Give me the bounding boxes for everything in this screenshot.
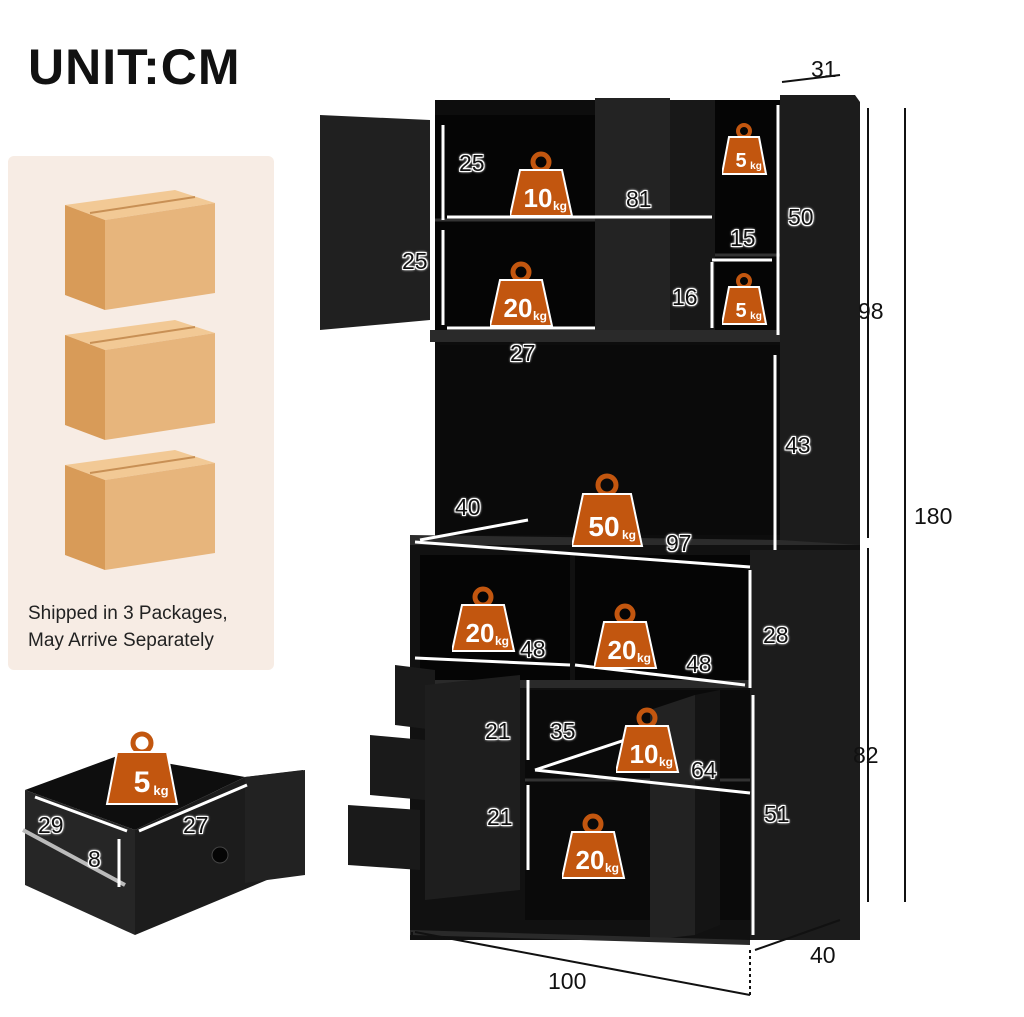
svg-text:kg: kg (659, 755, 673, 769)
weight-icon: 5 kg (722, 273, 768, 325)
svg-text:kg: kg (637, 651, 651, 665)
svg-text:5: 5 (735, 300, 746, 322)
dim-upper-total: 98 (858, 298, 884, 324)
upper-mid-door (595, 98, 670, 330)
svg-text:kg: kg (750, 311, 762, 322)
dim-base-depth: 40 (810, 942, 836, 968)
dim-cube-h: 28 (763, 622, 789, 648)
svg-text:20: 20 (466, 618, 495, 648)
dim-base-width: 100 (548, 968, 587, 994)
dim-shelf-h2: 25 (402, 248, 428, 274)
dim-open-h: 43 (785, 432, 811, 458)
weight-icon: 20 kg (490, 261, 554, 327)
lower-left-door (425, 675, 520, 900)
dim-counter-depth: 40 (455, 494, 481, 520)
package-box-icon (65, 320, 215, 440)
package-box-icon (65, 190, 215, 310)
dim-top-depth: 31 (811, 56, 837, 82)
dim-bottom-w: 64 (691, 757, 717, 783)
dim-total-height: 180 (914, 503, 953, 529)
drawer-height-label: 8 (88, 846, 101, 872)
package-box-icon (65, 450, 215, 570)
drawer-depth-label: 27 (183, 812, 209, 838)
dim-cube-w2: 48 (686, 651, 712, 677)
weight-icon: 50 kg (572, 473, 644, 547)
svg-text:20: 20 (576, 845, 605, 875)
svg-text:kg: kg (605, 861, 619, 875)
upper-left-door (320, 115, 430, 330)
svg-text:50: 50 (588, 511, 619, 542)
packages-note: Shipped in 3 Packages, May Arrive Separa… (28, 600, 228, 654)
weight-icon: 20 kg (452, 586, 516, 652)
dim-bottom-shelf-h2: 21 (487, 804, 513, 830)
svg-text:kg: kg (750, 161, 762, 172)
svg-text:10: 10 (630, 739, 659, 769)
svg-text:kg: kg (153, 783, 168, 798)
dim-small-w: 15 (730, 225, 756, 251)
svg-text:10: 10 (524, 183, 553, 213)
svg-text:kg: kg (553, 199, 567, 213)
weight-icon: 5 kg (722, 123, 768, 175)
dim-bottom-shelf-d: 35 (550, 718, 576, 744)
weight-icon: 20 kg (594, 603, 658, 669)
dim-right-col-h: 50 (788, 204, 814, 230)
package-boxes-illustration (65, 190, 215, 570)
svg-text:20: 20 (504, 293, 533, 323)
unit-title: UNIT:CM (28, 39, 241, 95)
dim-cube-w1: 48 (520, 636, 546, 662)
drawer-illustration (22, 755, 305, 935)
svg-text:kg: kg (622, 528, 636, 542)
weight-icon: 10 kg (510, 151, 574, 217)
svg-text:5: 5 (134, 766, 151, 799)
packages-note-line2: May Arrive Separately (28, 630, 214, 651)
weight-icon: 5 kg (105, 731, 179, 805)
weight-icon: 10 kg (616, 707, 680, 773)
weight-icon: 20 kg (562, 813, 626, 879)
dim-counter-width: 97 (666, 530, 692, 556)
svg-text:kg: kg (533, 309, 547, 323)
drawer-width-label: 29 (38, 812, 64, 838)
dim-bottom-shelf-h1: 21 (485, 718, 511, 744)
svg-text:kg: kg (495, 634, 509, 648)
dim-top-shelf-w: 27 (510, 340, 536, 366)
dim-lower-total: 82 (853, 742, 879, 768)
dim-shelf-h1: 25 (459, 150, 485, 176)
dimension-arrows (411, 74, 906, 996)
svg-text:5: 5 (735, 150, 746, 172)
packages-note-line1: Shipped in 3 Packages, (28, 603, 228, 624)
dim-small-h: 16 (672, 284, 698, 310)
dim-bottom-right-h: 51 (764, 801, 790, 827)
dim-top-width: 81 (626, 186, 652, 212)
svg-text:20: 20 (608, 635, 637, 665)
